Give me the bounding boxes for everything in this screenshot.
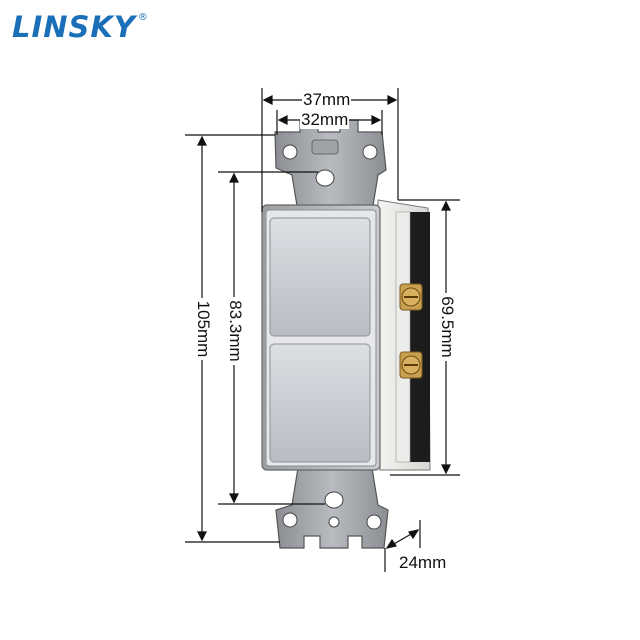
overall-width-label: 37mm: [302, 90, 352, 109]
total-height-label: 105mm: [194, 298, 213, 360]
top-rocker-paddle: [269, 217, 371, 337]
dimension-lines: [185, 88, 460, 572]
registered-mark: ®: [137, 12, 149, 23]
brand-name: LINSKY: [12, 10, 136, 44]
body-height-label: 69.5mm: [438, 293, 457, 361]
plate-height-label: 83.3mm: [226, 297, 245, 365]
inner-width-label: 32mm: [300, 110, 350, 129]
switch-side-body: [377, 199, 431, 471]
brand-logo: LINSKY®: [12, 10, 149, 44]
terminal-screw-upper: [399, 283, 423, 311]
terminal-screws: [399, 283, 423, 379]
bottom-mounting-strap: [275, 467, 389, 549]
bottom-rocker-paddle: [269, 343, 371, 463]
depth-label: 24mm: [398, 553, 448, 572]
top-mounting-strap: [274, 119, 387, 213]
terminal-screw-lower: [399, 351, 423, 379]
